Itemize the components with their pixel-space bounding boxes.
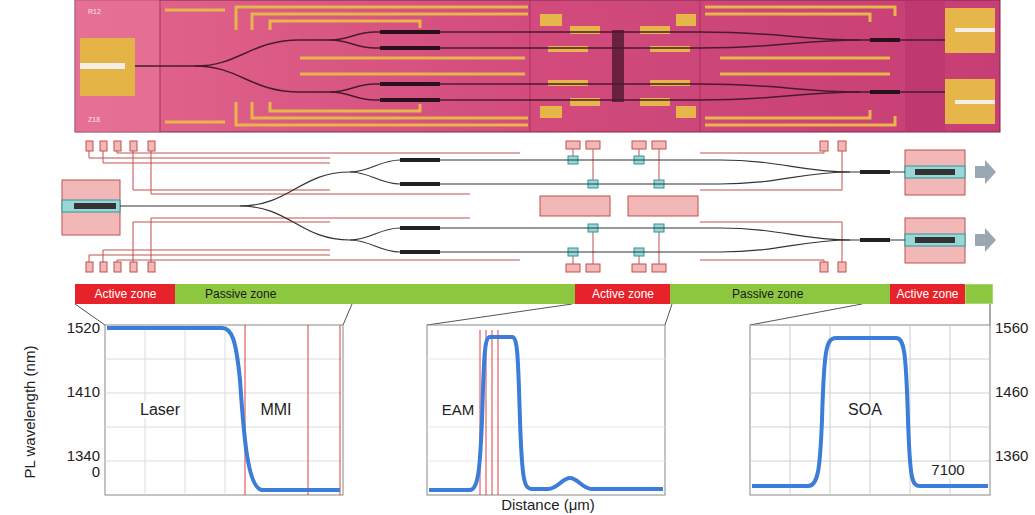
- chip-schematic: [62, 141, 996, 272]
- zone-bar: [75, 284, 993, 304]
- zone-label: Passive zone: [205, 288, 276, 300]
- tick-label: 1360: [995, 448, 1028, 464]
- zone-band: Passive zone: [175, 284, 575, 304]
- chip-marking: R12: [88, 8, 101, 15]
- tick-label: 0: [92, 464, 100, 480]
- zone-band: Active zone: [75, 284, 175, 304]
- tick-label: 1410: [67, 384, 100, 400]
- section-label: MMI: [258, 402, 293, 419]
- tick-label: 1340: [67, 448, 100, 464]
- axis-title: Distance (μm): [501, 497, 595, 513]
- section-label: SOA: [846, 402, 884, 419]
- axis-title: PL wavelength (nm): [22, 346, 38, 479]
- zone-label: Active zone: [94, 288, 156, 300]
- pl-plot: [105, 325, 343, 495]
- zone-label: Active zone: [896, 288, 958, 300]
- tick-label: 1460: [995, 384, 1028, 400]
- chip-marking: Z18: [88, 116, 100, 123]
- zone-band: Active zone: [575, 284, 670, 304]
- tick-label: 7100: [929, 462, 966, 478]
- zone-band: Active zone: [890, 284, 965, 304]
- zoom-lines: [75, 304, 990, 325]
- zone-label: Active zone: [592, 288, 654, 300]
- zone-band: Passive zone: [670, 284, 890, 304]
- pl-plot: [750, 325, 990, 495]
- tick-label: 1560: [995, 320, 1028, 336]
- zone-label: Passive zone: [732, 288, 803, 300]
- section-label: EAM: [440, 402, 477, 418]
- section-label: Laser: [138, 402, 182, 419]
- tick-label: 1520: [67, 320, 100, 336]
- pl-plot: [427, 325, 665, 495]
- chip-micrograph: [75, 0, 1000, 132]
